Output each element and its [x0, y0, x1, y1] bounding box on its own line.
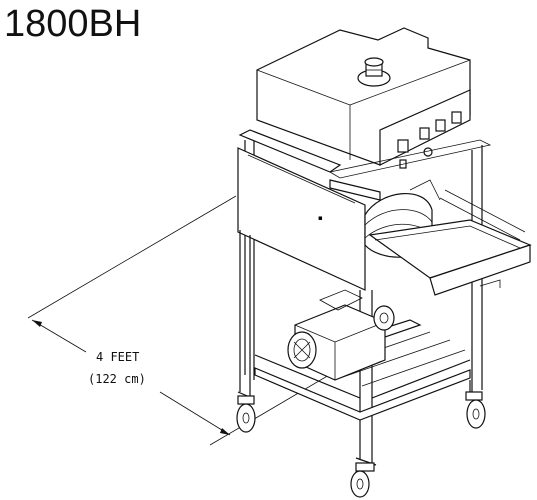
hopper-housing	[256, 27, 471, 169]
dimension-label-cm: (122 cm)	[88, 372, 146, 386]
motor-blower	[287, 289, 395, 381]
svg-text:▪: ▪	[318, 214, 323, 222]
model-title: 1800BH	[4, 3, 142, 45]
dimension-annotation: 4 FEET (122 cm)	[27, 195, 359, 446]
switch-4	[451, 111, 462, 124]
frame-top	[238, 129, 492, 201]
side-panel: ▪	[237, 147, 366, 291]
switch-2	[419, 127, 430, 140]
control-panel	[379, 89, 471, 169]
switch-3	[435, 119, 446, 132]
dimension-label-feet: 4 FEET	[96, 350, 139, 364]
outfeed-conveyor	[368, 189, 532, 296]
hopper-knob	[357, 57, 391, 87]
dimension-arrow-end	[220, 428, 230, 435]
switch-1	[397, 139, 409, 153]
caster-back-right	[465, 391, 486, 429]
motor-pulley	[373, 305, 395, 331]
caster-front	[350, 462, 375, 498]
dimension-arrow-start	[32, 320, 42, 327]
caster-back-left	[236, 395, 256, 433]
